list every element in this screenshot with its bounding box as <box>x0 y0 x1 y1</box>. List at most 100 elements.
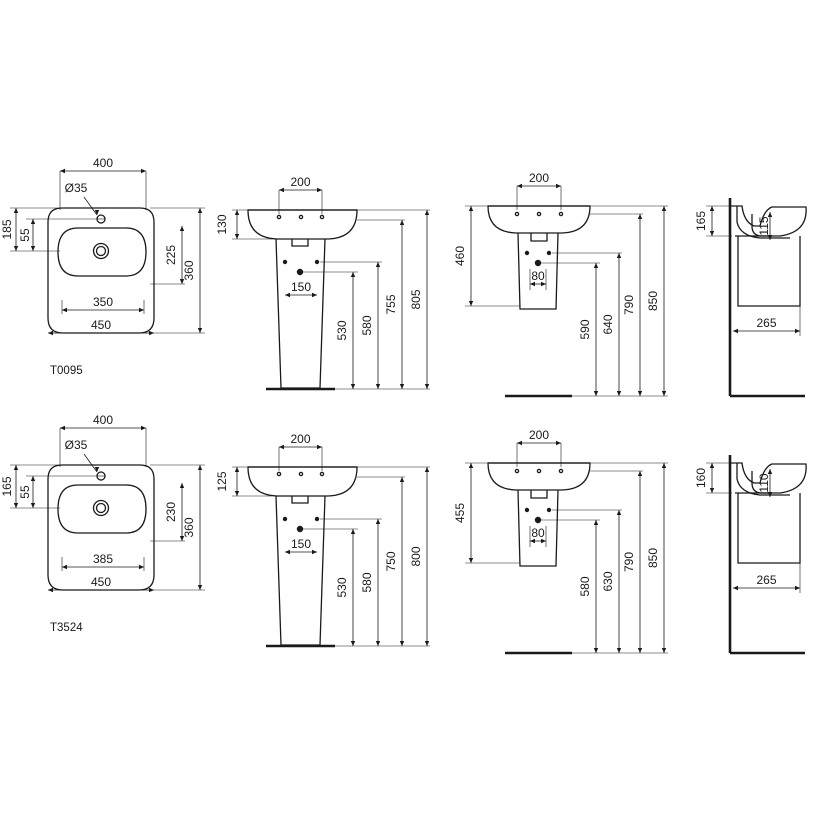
semi-pedestal <box>517 489 559 567</box>
dimension-arrowhead <box>541 538 546 544</box>
fixing-point <box>524 250 530 256</box>
dimension-arrowhead <box>375 641 381 646</box>
model-code: T3524 <box>50 622 83 634</box>
semi-pedestal-side <box>737 493 801 564</box>
dimension-arrowhead <box>350 384 356 389</box>
dimension-arrowhead <box>424 384 430 389</box>
waste-outlet-outer <box>92 499 110 517</box>
dimension-arrowhead <box>13 208 19 213</box>
dimension-label: 460 <box>453 246 467 266</box>
dimension-label: 805 <box>409 289 423 309</box>
dimension-arrowhead <box>60 168 65 174</box>
dimension-arrowhead <box>424 210 430 215</box>
bowl-inner <box>736 463 790 496</box>
basin-front <box>247 466 358 497</box>
dimension-arrowhead <box>48 330 53 336</box>
outlet-point <box>296 268 304 276</box>
dimension-arrowhead <box>375 262 381 267</box>
tap-mark <box>276 471 282 477</box>
dimension-arrowhead <box>60 425 65 431</box>
dimension-arrowhead <box>285 292 290 298</box>
trap <box>530 490 548 499</box>
fixing-point <box>282 516 288 522</box>
dimension-arrowhead <box>530 281 535 287</box>
fixing-point <box>524 507 530 513</box>
dimension-arrowhead <box>468 463 474 468</box>
dimension-arrowhead <box>279 444 284 450</box>
dimension-label: 185 <box>0 219 14 239</box>
dimension-arrowhead <box>424 641 430 646</box>
dimension-label: 265 <box>756 573 776 587</box>
dimension-label: 790 <box>622 552 636 572</box>
dimension-label: 580 <box>360 572 374 592</box>
trap <box>291 239 309 247</box>
dimension-arrowhead <box>767 492 773 497</box>
dimension-arrowhead <box>13 503 19 508</box>
tap-mark <box>276 214 282 220</box>
dimension-label: 580 <box>578 576 592 596</box>
dimension-arrowhead <box>399 477 405 482</box>
dimension-arrowhead <box>709 231 715 236</box>
dimension-arrowhead <box>556 183 561 189</box>
tap-mark <box>319 214 325 220</box>
dimension-label: 590 <box>578 319 592 339</box>
dimension-label: 640 <box>601 314 615 334</box>
tap-mark <box>298 471 304 477</box>
dimension-label: 200 <box>529 428 549 442</box>
leader-line <box>83 196 98 216</box>
dimension-arrowhead <box>279 187 284 193</box>
dimension-arrowhead <box>556 440 561 446</box>
dimension-label: 385 <box>93 552 113 566</box>
dimension-arrowhead <box>179 279 185 284</box>
dimension-arrowhead <box>709 488 715 493</box>
semi-pedestal-side <box>737 236 801 307</box>
dimension-arrowhead <box>234 210 240 215</box>
dimension-arrowhead <box>30 476 36 481</box>
dimension-label: 115 <box>757 216 771 235</box>
dimension-label: 110 <box>757 473 771 492</box>
trap <box>751 214 772 237</box>
dimension-arrowhead <box>141 168 146 174</box>
dimension-label: 400 <box>93 413 113 427</box>
dimension-label: 800 <box>409 546 423 566</box>
dimension-label: 450 <box>91 575 111 589</box>
dimension-label: 630 <box>601 571 615 591</box>
dimension-arrowhead <box>767 469 773 474</box>
tap-mark <box>536 211 542 217</box>
dimension-arrowhead <box>179 536 185 541</box>
dimension-arrowhead <box>179 226 185 231</box>
dimension-label: 150 <box>291 280 311 294</box>
dimension-label: 530 <box>335 320 349 340</box>
dimension-label: 200 <box>290 175 310 189</box>
fixing-point <box>282 259 288 265</box>
bowl-inner <box>736 206 790 239</box>
leader-line <box>83 453 98 473</box>
dimension-arrowhead <box>139 307 144 313</box>
dimension-arrowhead <box>62 564 67 570</box>
dimension-label: 80 <box>531 526 545 540</box>
dimension-arrowhead <box>593 520 599 525</box>
dimension-arrowhead <box>468 558 474 563</box>
dimension-label: 850 <box>646 291 660 311</box>
outlet-point <box>296 525 304 533</box>
dimension-arrowhead <box>616 253 622 258</box>
dimension-arrowhead <box>661 391 667 396</box>
dimension-label: 165 <box>694 211 708 231</box>
semi-pedestal <box>517 232 559 310</box>
fixing-point <box>314 259 320 265</box>
tap-mark <box>536 468 542 474</box>
dimension-arrowhead <box>593 648 599 653</box>
tap-mark <box>298 214 304 220</box>
basin-front <box>487 462 591 491</box>
dimension-arrowhead <box>593 263 599 268</box>
dimension-arrowhead <box>517 183 522 189</box>
dimension-arrowhead <box>197 208 203 213</box>
dimension-arrowhead <box>637 391 643 396</box>
dimension-label: 350 <box>93 295 113 309</box>
